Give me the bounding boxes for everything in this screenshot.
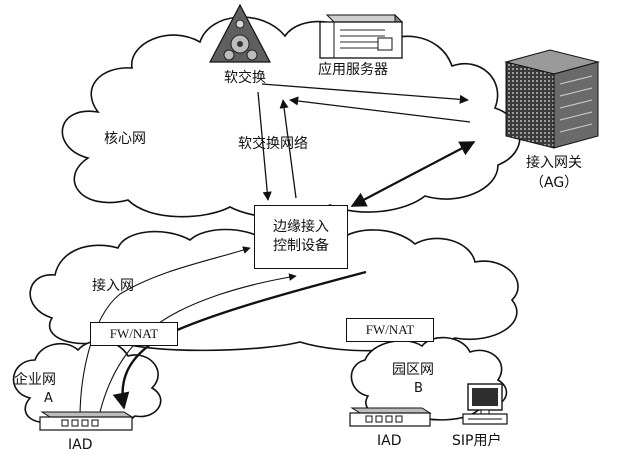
app-server-label: 应用服务器 — [318, 62, 388, 78]
arrow-softswitch-to-edge — [257, 91, 272, 201]
iad-left-label: IAD — [68, 437, 93, 453]
arrow-edge-gateway-bidirectional — [350, 141, 476, 207]
iad-device-icon-left — [39, 411, 134, 431]
softswitch-network-label: 软交换网络 — [238, 136, 308, 152]
sip-user-label: SIP用户 — [452, 433, 502, 449]
core-network-label: 核心网 — [104, 131, 146, 147]
gateway-cabinet-icon — [504, 49, 600, 149]
triangle-gear-icon — [209, 3, 271, 63]
edge-device-line1: 边缘接入 — [273, 219, 329, 235]
campus-network-id: B — [414, 381, 423, 396]
fw-nat-box-left: FW/NAT — [90, 322, 178, 346]
edge-device-line2: 控制设备 — [273, 238, 329, 254]
arrow-edge-to-softswitch — [279, 99, 297, 199]
fw-nat-box-right: FW/NAT — [346, 318, 434, 342]
access-gateway-label: 接入网关 — [526, 155, 582, 171]
arrow-iad-to-edge-thin-1 — [79, 246, 251, 419]
campus-network-label: 园区网 — [392, 362, 434, 378]
core-network-cloud — [61, 16, 521, 218]
enterprise-network-id: A — [44, 391, 53, 406]
arrow-gateway-to-softswitch — [289, 96, 471, 123]
enterprise-network-label: 企业网 — [14, 372, 56, 388]
access-network-label: 接入网 — [92, 278, 134, 294]
access-gateway-abbr-label: （AG） — [530, 175, 579, 191]
iad-device-icon-right — [349, 407, 432, 427]
computer-terminal-icon — [462, 383, 508, 425]
softswitch-label: 软交换 — [224, 70, 266, 86]
arrow-softswitch-to-app-server — [261, 83, 469, 104]
fw-nat-right-label: FW/NAT — [365, 322, 415, 337]
arrow-iad-to-edge-thin-2 — [99, 273, 297, 413]
fw-nat-left-label: FW/NAT — [109, 326, 159, 341]
server-rack-icon — [319, 13, 404, 60]
iad-right-label: IAD — [377, 433, 402, 449]
edge-access-control-box: 边缘接入 控制设备 — [254, 205, 348, 269]
